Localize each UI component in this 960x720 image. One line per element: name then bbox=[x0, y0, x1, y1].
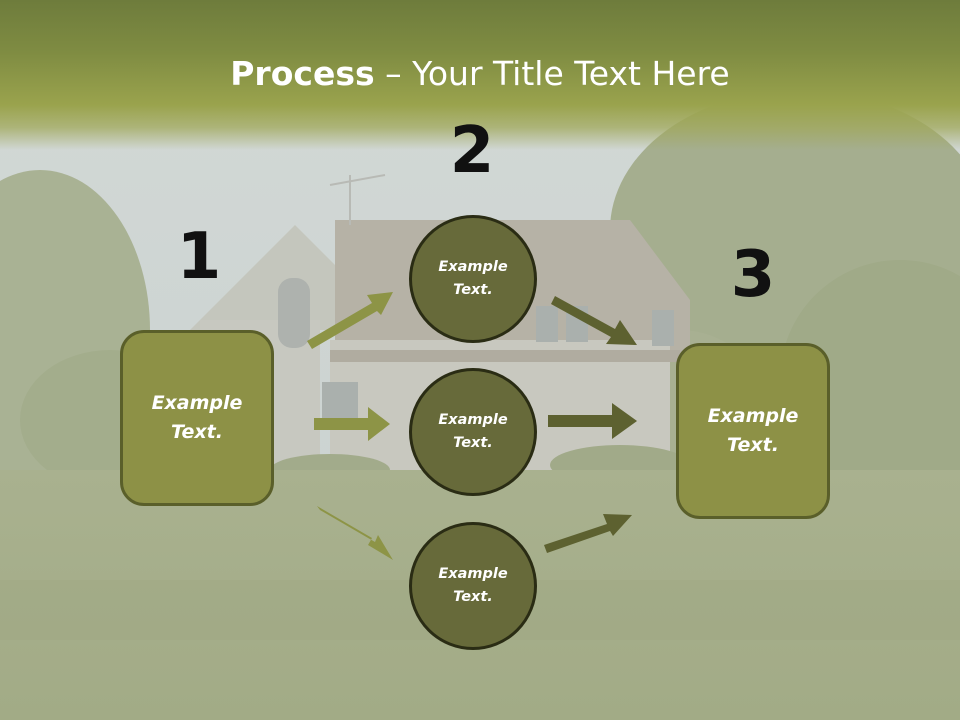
left-box: Example Text. bbox=[120, 330, 274, 506]
circle-top-text: Example Text. bbox=[438, 259, 508, 298]
step-number-1: 1 bbox=[176, 220, 222, 294]
right-box: Example Text. bbox=[676, 343, 830, 519]
arrow-from-circle-bottom bbox=[544, 514, 632, 553]
title-rest: – Your Title Text Here bbox=[374, 54, 730, 93]
left-box-text: Example Text. bbox=[151, 392, 243, 443]
step-number-3: 3 bbox=[730, 238, 776, 312]
arrow-to-circle-bottom bbox=[317, 506, 393, 560]
arrow-to-circle-top bbox=[307, 292, 393, 349]
arrow-from-circle-top bbox=[551, 296, 637, 345]
right-box-text: Example Text. bbox=[707, 405, 799, 456]
circle-middle: Example Text. bbox=[409, 368, 537, 496]
slide-title: Process – Your Title Text Here bbox=[0, 52, 960, 96]
circle-top: Example Text. bbox=[409, 215, 537, 343]
step-number-2: 2 bbox=[449, 114, 495, 188]
title-band bbox=[0, 0, 960, 150]
title-bold: Process bbox=[230, 54, 375, 93]
arrow-from-circle-middle bbox=[548, 403, 637, 439]
circle-middle-text: Example Text. bbox=[438, 412, 508, 451]
circle-bottom-text: Example Text. bbox=[438, 566, 508, 605]
arrow-to-circle-middle bbox=[314, 407, 390, 441]
circle-bottom: Example Text. bbox=[409, 522, 537, 650]
